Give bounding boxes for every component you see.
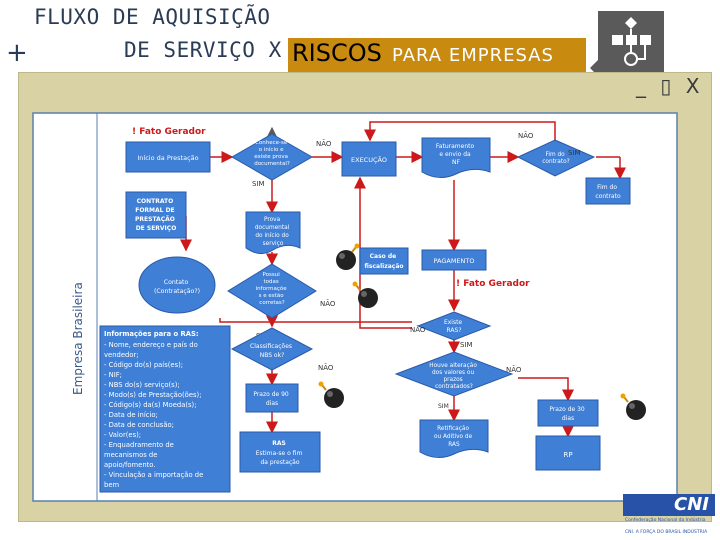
contato-oval: Contato (Contratação?)	[154, 279, 200, 295]
plus-icon: +	[6, 38, 28, 68]
decision-existe-ras: Existe RAS?	[444, 319, 464, 334]
label-sim-fim: SIM	[568, 149, 581, 157]
label-nao-3: NÃO	[318, 363, 334, 372]
decision-nbs: Classificações NBS ok?	[250, 343, 294, 359]
label-sim-ras: SIM	[460, 341, 473, 349]
label-nao-ras: NÃO	[410, 325, 426, 334]
slide-title-line1: FLUXO DE AQUISIÇÃO	[34, 5, 271, 29]
rp-box: RP	[563, 451, 572, 459]
info-panel-text: Informações para o RAS: - Nome, endereço…	[104, 330, 205, 489]
window-controls[interactable]: _ ▯ X	[636, 74, 704, 98]
prazo-90-box: Prazo de 90 dias	[253, 391, 290, 407]
pagamento-box: PAGAMENTO	[434, 257, 475, 265]
label-sim-4: SIM	[438, 403, 449, 410]
fato-gerador-label-2: ! Fato Gerador	[456, 279, 530, 289]
cni-logo: CNI	[623, 494, 715, 516]
prazo-30-box: Prazo de 30 dias	[549, 406, 586, 422]
slide-title-line2: DE SERVIÇO X	[124, 38, 282, 62]
contrato-formal-box: CONTRATO FORMAL DE PRESTAÇÃO DE SERVIÇO	[135, 198, 177, 232]
cni-logo-subtitle: Confederação Nacional da Indústria	[625, 518, 706, 523]
title-rest: PARA EMPRESAS	[392, 45, 554, 66]
process-flow-icon	[598, 11, 664, 77]
faturamento-box: Faturamento e envio da NF	[436, 143, 476, 166]
decor-pointer	[590, 58, 600, 78]
fato-gerador-label-1: ! Fato Gerador	[132, 127, 206, 137]
label-sim-1: SIM	[252, 180, 265, 188]
execucao-box: EXECUÇÃO	[351, 155, 387, 164]
retificacao-box: Retificação ou Aditivo de RAS	[434, 426, 474, 448]
title-highlight-bar	[288, 38, 586, 72]
label-nao-1: NÃO	[316, 139, 332, 148]
bomb-icon	[620, 393, 646, 420]
info-panel	[99, 325, 231, 493]
lane-label: Empresa Brasileira	[71, 282, 85, 395]
decision-alteracao: Houve alteração dos valores ou prazos co…	[429, 363, 479, 390]
decision-inicio: Conhece-se o início e existe prova docum…	[254, 140, 290, 167]
bomb-icon	[318, 381, 344, 408]
decision-informacoes: Possui todas informaçõe s e estão corret…	[256, 272, 289, 306]
decision-fim-contrato: Fim do contrato?	[542, 152, 570, 165]
bomb-icon	[352, 281, 378, 308]
fim-contrato-box: Fim do contrato	[595, 184, 621, 200]
ras-box: RAS Estima-se o fim da prestação	[256, 440, 304, 466]
label-nao-fim: NÃO	[518, 131, 534, 140]
bomb-icon	[336, 243, 360, 270]
prova-documental-box: Prova documental do início do serviço	[255, 217, 291, 247]
title-highlight-word: RISCOS	[292, 39, 382, 67]
fiscalizacao-box: Caso de fiscalização	[364, 253, 403, 270]
cni-footer: CNI. A FORÇA DO BRASIL INDÚSTRIA	[625, 530, 708, 535]
label-nao-4: NÃO	[506, 365, 522, 374]
label-nao-2: NÃO	[320, 299, 336, 308]
inicio-prestacao-box: Início da Prestação	[137, 154, 198, 162]
